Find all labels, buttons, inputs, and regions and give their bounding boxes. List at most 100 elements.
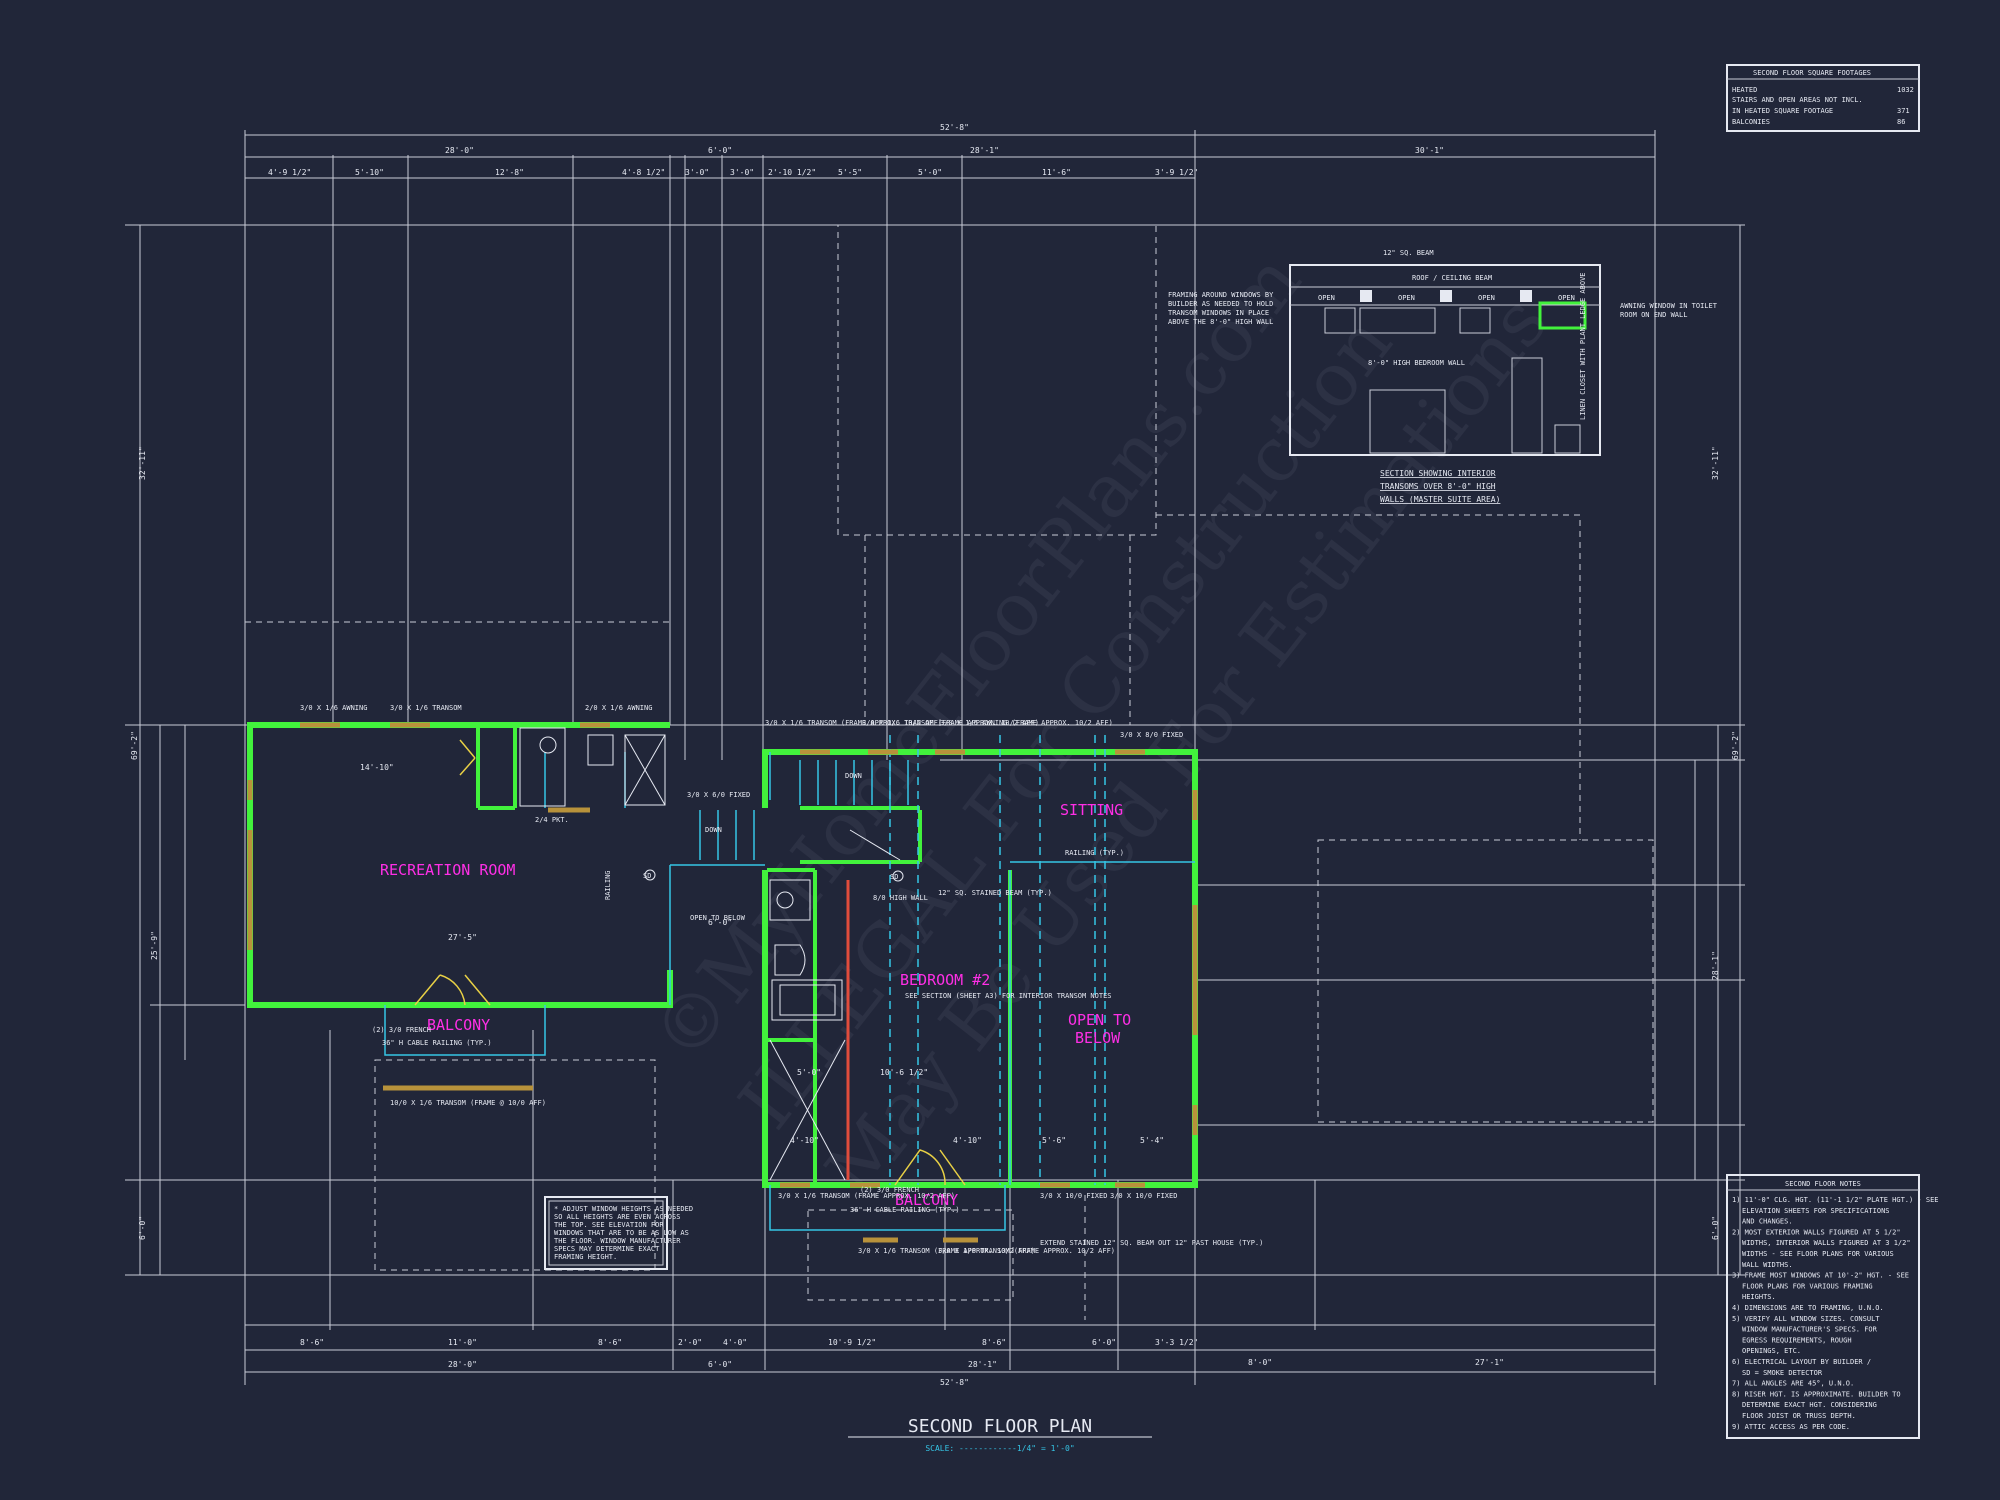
- dim-top-total: 52'-8": [940, 123, 969, 132]
- sqft-row-3-value: 86: [1897, 118, 1905, 126]
- label-french-left: (2) 3/0 FRENCH: [372, 1026, 431, 1034]
- dim-top-r3-10: 3'-9 1/2": [1155, 168, 1198, 177]
- note-line: WINDOW MANUFACTURER'S SPECS. FOR: [1742, 1326, 1878, 1334]
- label-french-right: (2) 3/0 FRENCH: [860, 1186, 919, 1194]
- label-extend-beam: EXTEND STAINED 12" SQ. BEAM OUT 12" PAST…: [1040, 1239, 1263, 1247]
- section-framing-note-1: FRAMING AROUND WINDOWS BY: [1168, 291, 1274, 299]
- label-transom1: 3/0 X 1/6 TRANSOM: [390, 704, 462, 712]
- dim-bot-r1-5: 10'-9 1/2": [828, 1338, 876, 1347]
- plan-title: SECOND FLOOR PLAN: [908, 1416, 1092, 1437]
- sqft-row-2-value: 371: [1897, 107, 1910, 115]
- note-line: 9) ATTIC ACCESS AS PER CODE.: [1732, 1423, 1850, 1431]
- note-line: 1) 11'-0" CLG. HGT. (11'-1 1/2" PLATE HG…: [1732, 1196, 1939, 1204]
- label-sd-2: SD: [890, 873, 898, 881]
- label-awning2: 2/0 X 1/6 AWNING: [585, 704, 652, 712]
- label-transom-top2: 3/0 X 1/6 TRANSOM (FRAME APPROX. 10/2 AF…: [862, 719, 1039, 727]
- note-line: WIDTHS, INTERIOR WALLS FIGURED AT 3 1/2": [1742, 1239, 1911, 1247]
- label-pkt: 2/4 PKT.: [535, 816, 569, 824]
- dim-top-r3-9: 11'-6": [1042, 168, 1071, 177]
- dim-left-b: 25'-9": [150, 931, 159, 960]
- note-line: 5) VERIFY ALL WINDOW SIZES. CONSULT: [1732, 1315, 1880, 1323]
- dim-bot-r1-9: 8'-0": [1248, 1358, 1272, 1367]
- second-floor-notes: SECOND FLOOR NOTES 1) 11'-0" CLG. HGT. (…: [1726, 1174, 1939, 1439]
- room-balcony-right: BALCONY: [895, 1191, 958, 1209]
- dim-room-10-6: 10'-6 1/2": [880, 1068, 928, 1077]
- dim-bot-r1-4: 4'-0": [723, 1338, 747, 1347]
- note-line: WIDTHS - SEE FLOOR PLANS FOR VARIOUS: [1742, 1250, 1894, 1258]
- dim-right-total: 69'-2": [1731, 731, 1740, 760]
- label-fixed-top: 3/0 X 8/0 FIXED: [1120, 731, 1183, 739]
- section-awning-note-2: ROOM ON END WALL: [1620, 311, 1687, 319]
- dim-room-14-10: 14'-10": [360, 763, 394, 772]
- room-recreation: RECREATION ROOM: [380, 861, 515, 879]
- label-transom-b2: 3/0 X 1/6 TRANSOM (FRAME APPROX. 10/2 AF…: [938, 1247, 1115, 1255]
- fixtures: [519, 727, 904, 1181]
- window-note-box: * ADJUST WINDOW HEIGHTS AS NEEDED SO ALL…: [544, 1196, 693, 1270]
- dim-right-c: 6'-0": [1711, 1216, 1720, 1240]
- dim-right-a: 32'-11": [1711, 446, 1720, 480]
- dim-bot-r1-10: 27'-1": [1475, 1358, 1504, 1367]
- section-open-3: OPEN: [1478, 294, 1495, 302]
- label-awning1: 3/0 X 1/6 AWNING: [300, 704, 367, 712]
- note-line: 7) ALL ANGLES ARE 45°, U.N.O.: [1732, 1380, 1854, 1388]
- dim-bot-r1-3: 2'-0": [678, 1338, 702, 1347]
- dim-left-c: 6'-0": [138, 1216, 147, 1240]
- dim-left-total: 69'-2": [130, 731, 139, 760]
- note-line: 4) DIMENSIONS ARE TO FRAMING, U.N.O.: [1732, 1304, 1884, 1312]
- bottom-dimensions: 8'-6" 11'-0" 8'-6" 2'-0" 4'-0" 10'-9 1/2…: [300, 1338, 1504, 1387]
- window-note-5: SPECS MAY DETERMINE EXACT: [554, 1245, 660, 1253]
- label-railing-left: 36" H CABLE RAILING (TYP.): [382, 1039, 492, 1047]
- dim-top-r3-3: 4'-8 1/2": [622, 168, 665, 177]
- room-labels: RECREATION ROOM BALCONY SITTING BEDROOM …: [380, 772, 1131, 1209]
- door-swings: [414, 739, 966, 1186]
- window-note-6: FRAMING HEIGHT.: [554, 1253, 617, 1261]
- note-line: AND CHANGES.: [1742, 1218, 1793, 1226]
- dimension-grid: [125, 130, 1745, 1385]
- section-caption-3: WALLS (MASTER SUITE AREA): [1380, 495, 1500, 504]
- dim-room-4-10: 4'-10": [790, 1136, 819, 1145]
- dim-room-5-6: 5'-6": [1042, 1136, 1066, 1145]
- label-wall-8: 8/0 HIGH WALL: [873, 894, 928, 902]
- dim-top-r3-0: 4'-9 1/2": [268, 168, 311, 177]
- label-section-ref: SEE SECTION (SHEET A3) FOR INTERIOR TRAN…: [905, 992, 1112, 1000]
- label-railing: RAILING: [604, 870, 612, 900]
- window-note-3: WINDOWS THAT ARE TO BE AS LOW AS: [554, 1229, 689, 1237]
- note-line: EGRESS REQUIREMENTS, ROUGH: [1742, 1336, 1852, 1344]
- section-caption-1: SECTION SHOWING INTERIOR: [1380, 469, 1496, 478]
- label-sd-1: SD: [643, 872, 651, 880]
- label-transom-bottom: 10/0 X 1/6 TRANSOM (FRAME @ 10/0 AFF): [390, 1099, 546, 1107]
- window-note-0: * ADJUST WINDOW HEIGHTS AS NEEDED: [554, 1205, 693, 1213]
- dim-bot-r1-6: 8'-6": [982, 1338, 1006, 1347]
- note-line: WALL WIDTHS.: [1742, 1261, 1793, 1269]
- window-note-1: SO ALL HEIGHTS ARE EVEN ACROSS: [554, 1213, 680, 1221]
- dim-room-5-0: 5'-0": [797, 1068, 821, 1077]
- dim-bot-r1-7: 6'-0": [1092, 1338, 1116, 1347]
- dim-top-r3-8: 5'-0": [918, 168, 942, 177]
- sqft-row-2-label: IN HEATED SQUARE FOOTAGE: [1732, 107, 1833, 115]
- note-line: SD = SMOKE DETECTOR: [1742, 1369, 1823, 1377]
- note-line: ELEVATION SHEETS FOR SPECIFICATIONS: [1742, 1207, 1890, 1215]
- note-line: 6) ELECTRICAL LAYOUT BY BUILDER /: [1732, 1358, 1871, 1366]
- note-line: 3) FRAME MOST WINDOWS AT 10'-2" HGT. - S…: [1732, 1272, 1909, 1280]
- section-caption-2: TRANSOMS OVER 8'-0" HIGH: [1380, 482, 1496, 491]
- sqft-row-1-label: STAIRS AND OPEN AREAS NOT INCL.: [1732, 96, 1863, 104]
- note-line: DETERMINE EXACT HGT. CONSIDERING: [1742, 1401, 1877, 1409]
- section-beam-label: 12" SQ. BEAM: [1383, 249, 1434, 257]
- dim-top-r3-7: 5'-5": [838, 168, 862, 177]
- label-transom-bl: 3/0 X 1/6 TRANSOM (FRAME APPROX. 10/2 AF…: [778, 1192, 955, 1200]
- dim-top-r2-2: 28'-1": [970, 146, 999, 155]
- dim-top-r3-4: 3'-0": [685, 168, 709, 177]
- room-sitting: SITTING: [1060, 801, 1123, 819]
- dim-left-a: 32'-11": [138, 446, 147, 480]
- note-line: 8) RISER HGT. IS APPROXIMATE. BUILDER TO: [1732, 1390, 1901, 1398]
- room-balcony-left: BALCONY: [427, 1016, 490, 1034]
- label-awning-top: 3/0 X 1/6 AWNING (FRAME APPROX. 10/2 AFF…: [940, 719, 1113, 727]
- dim-right-b: 28'-1": [1711, 951, 1720, 980]
- windows: [247, 722, 1198, 1243]
- label-railing-right: 36" H CABLE RAILING (TYP.): [850, 1206, 960, 1214]
- dim-bot-total: 52'-8": [940, 1378, 969, 1387]
- sqft-row-0-label: HEATED: [1732, 86, 1757, 94]
- section-open-1: OPEN: [1318, 294, 1335, 302]
- notes-lines: 1) 11'-0" CLG. HGT. (11'-1 1/2" PLATE HG…: [1732, 1196, 1939, 1431]
- stair-down-1: DOWN: [705, 826, 722, 834]
